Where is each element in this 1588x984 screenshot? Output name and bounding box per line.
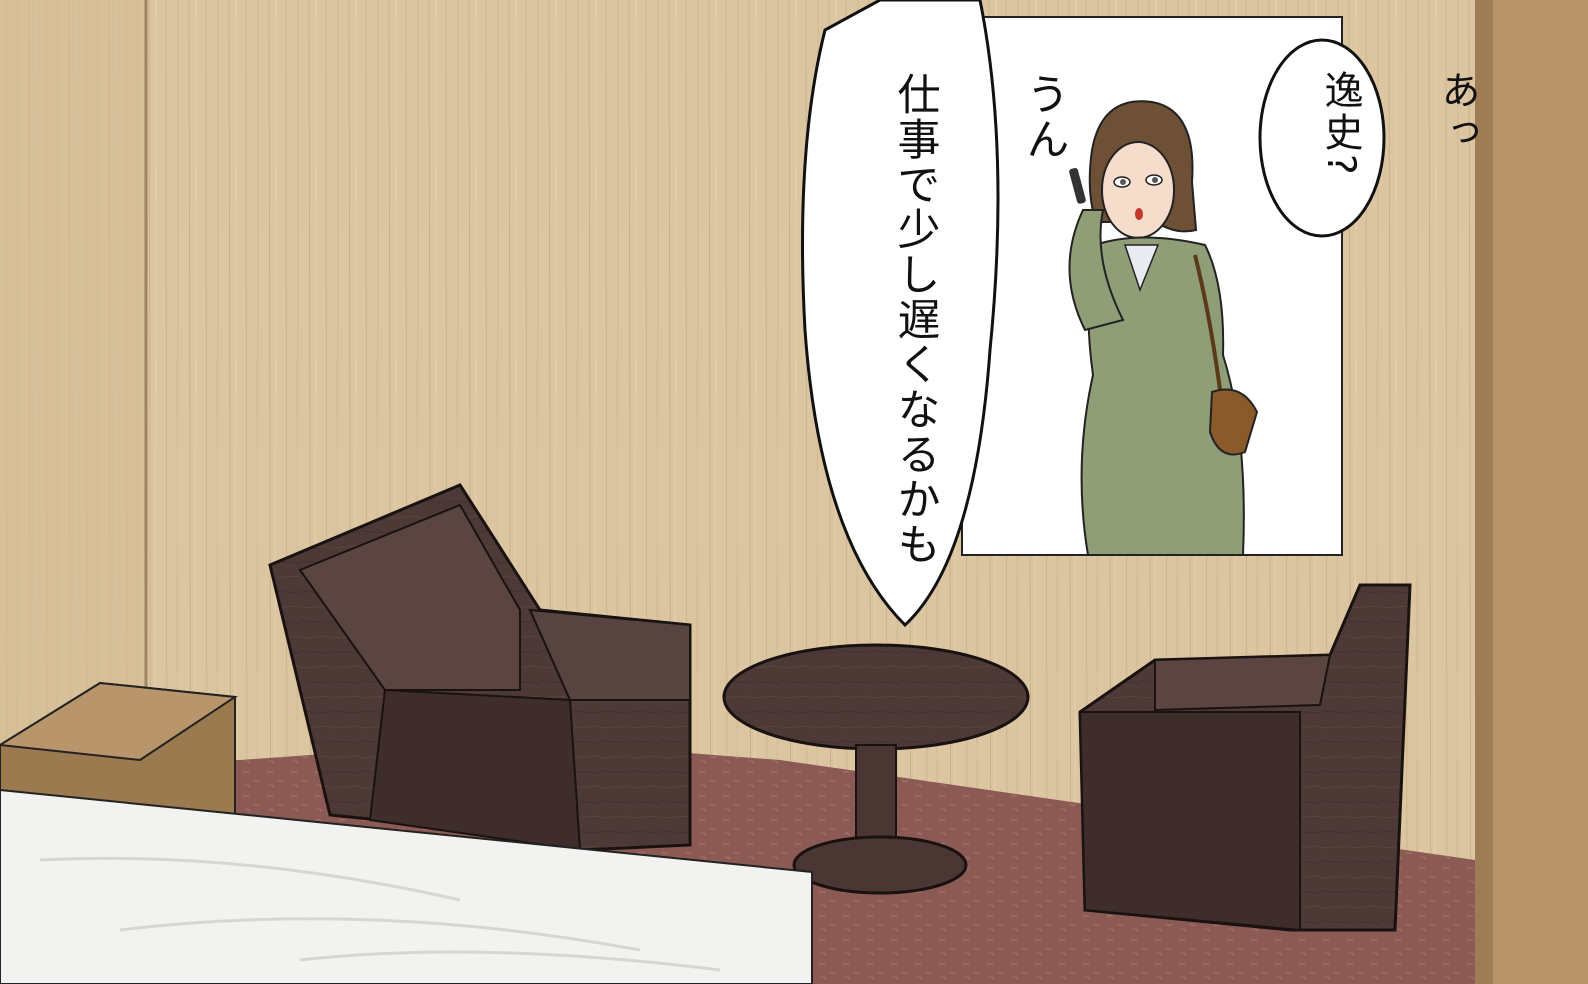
- bubble-short-line-1: あっ: [1435, 70, 1480, 154]
- speech-bubble-short: [1258, 38, 1386, 238]
- bubble-long-line-1: うん: [1019, 72, 1069, 162]
- bubble-short-line-2: 逸史?: [1318, 70, 1363, 178]
- speech-bubble-short-text: あっ 逸史?: [1282, 70, 1555, 178]
- speech-bubble-long-text: うん 仕事で少し遅くなるかも: [850, 72, 1151, 567]
- bubble-long-line-2: 仕事で少し遅くなるかも: [890, 72, 940, 567]
- speech-bubble-long: [801, 0, 1000, 628]
